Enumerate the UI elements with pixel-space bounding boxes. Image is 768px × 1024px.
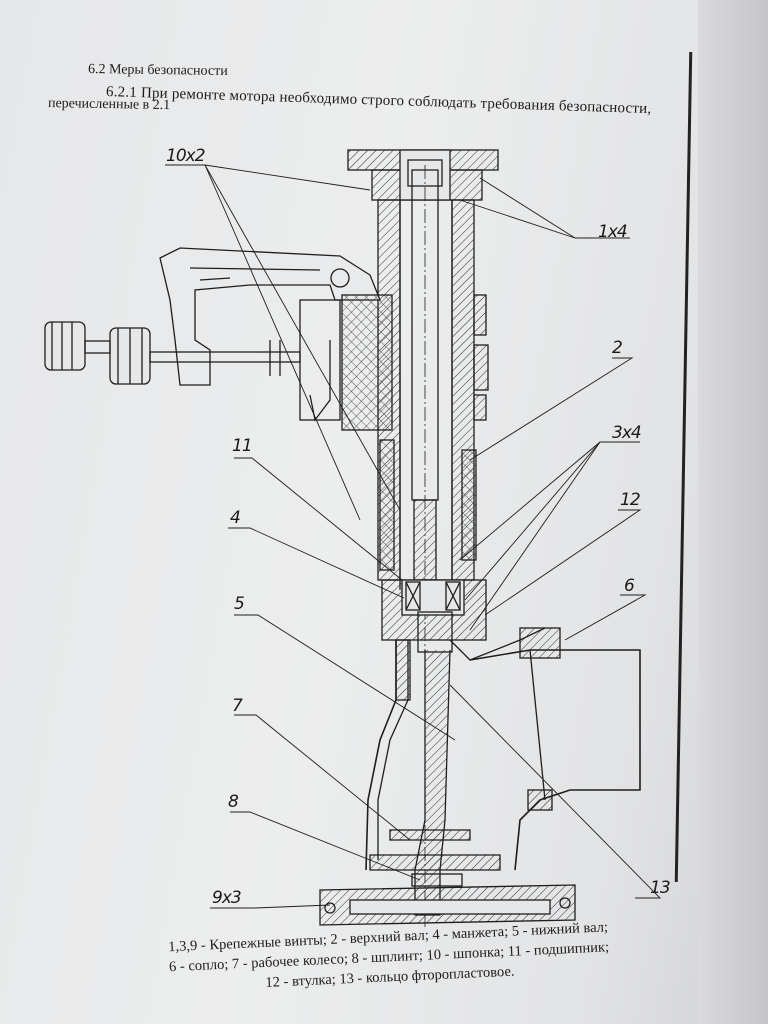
base-flange bbox=[319, 884, 576, 926]
impeller bbox=[369, 829, 501, 887]
callout-12: 12 bbox=[620, 490, 641, 510]
leader-lines bbox=[165, 164, 662, 909]
callout-3x4: 3х4 bbox=[612, 423, 642, 443]
callout-1x4: 1х4 bbox=[598, 222, 628, 242]
callout-2: 2 bbox=[612, 338, 623, 358]
callout-4: 4 bbox=[230, 508, 241, 528]
callout-9x3: 9х3 bbox=[212, 888, 242, 908]
bearing-housing bbox=[381, 579, 487, 641]
pump-body bbox=[365, 627, 641, 871]
clamp-screw bbox=[44, 321, 301, 385]
callout-5: 5 bbox=[234, 594, 245, 614]
callout-10x2: 10х2 bbox=[166, 146, 206, 166]
callout-13: 13 bbox=[650, 878, 671, 898]
callout-11: 11 bbox=[232, 436, 253, 456]
tube-ribs bbox=[379, 294, 489, 571]
callout-7: 7 bbox=[232, 696, 243, 716]
back-sheet-edge bbox=[674, 0, 768, 1024]
top-flange bbox=[347, 149, 499, 201]
callout-6: 6 bbox=[624, 576, 635, 596]
callout-8: 8 bbox=[228, 792, 239, 812]
clamp-pad bbox=[341, 294, 393, 431]
